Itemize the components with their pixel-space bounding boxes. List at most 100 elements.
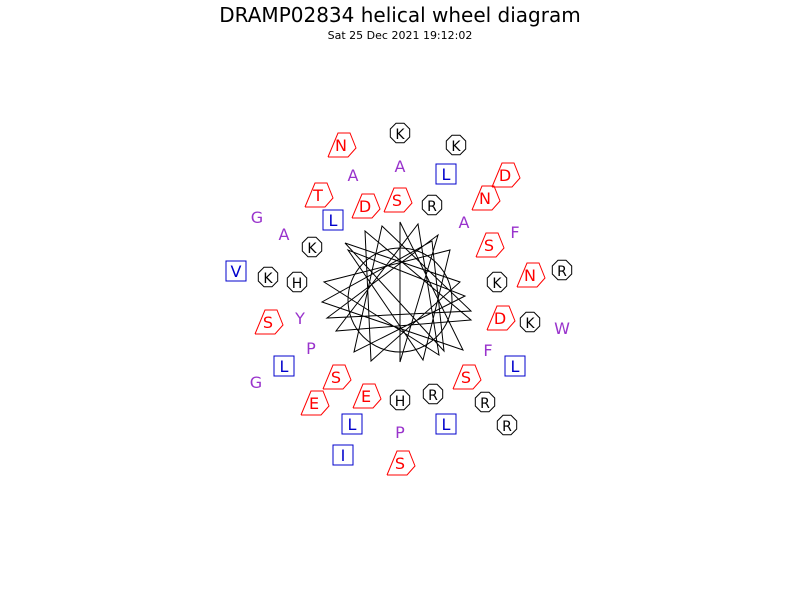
residue-pentagon (471, 185, 501, 211)
diagram-title: DRAMP02834 helical wheel diagram (219, 3, 581, 27)
residue-11: N (471, 185, 501, 211)
residue-36: S (322, 364, 352, 390)
residue-square (435, 413, 457, 435)
residue-letter: R (427, 199, 437, 215)
residue-octagon (496, 414, 518, 436)
residue-letter: G (251, 208, 263, 227)
residue-letter: S (331, 368, 341, 387)
residue-letter: L (280, 357, 289, 376)
residue-letter: R (557, 264, 567, 280)
residue-letter: K (395, 127, 405, 143)
residue-letter: N (335, 136, 347, 155)
residue-letter: A (279, 225, 290, 244)
residue-letter: S (395, 454, 405, 473)
residue-18: S (475, 232, 505, 258)
residue-22: V (225, 260, 247, 282)
residue-square (341, 413, 363, 435)
residue-29: K (519, 311, 541, 333)
residue-31: P (306, 339, 316, 358)
residue-letter: K (492, 276, 502, 292)
residue-46: P (395, 423, 405, 442)
residue-letter: R (428, 388, 438, 404)
residue-octagon (474, 391, 496, 413)
residue-letter: A (395, 157, 406, 176)
residue-letter: L (348, 415, 357, 434)
residue-octagon (519, 311, 541, 333)
residue-34: L (504, 355, 526, 377)
residue-letter: K (525, 316, 535, 332)
residue-octagon (551, 259, 573, 281)
residue-pentagon (300, 390, 330, 416)
residue-letter: P (306, 339, 316, 358)
residue-letter: D (359, 197, 371, 216)
residue-square (225, 260, 247, 282)
residue-letter: E (361, 387, 371, 406)
residue-letter: N (524, 266, 536, 285)
residue-48: S (386, 450, 416, 476)
residue-pentagon (304, 182, 334, 208)
residue-pentagon (516, 262, 546, 288)
residue-letter: A (348, 166, 359, 185)
residue-pentagon (452, 364, 482, 390)
residue-square (504, 355, 526, 377)
residue-square (435, 163, 457, 185)
helix-path (320, 221, 473, 363)
residue-24: H (286, 271, 308, 293)
residue-letter: R (480, 396, 490, 412)
residue-39: E (352, 383, 382, 409)
residue-41: R (422, 383, 444, 405)
residue-letter: S (484, 236, 494, 255)
residue-pentagon (351, 193, 381, 219)
residue-4: K (445, 134, 467, 156)
residue-12: D (491, 162, 521, 188)
residue-15: G (251, 208, 263, 227)
residue-letter: R (502, 419, 512, 435)
residue-2: A (395, 157, 406, 176)
residue-letter: E (309, 394, 319, 413)
residue-17: K (301, 236, 323, 258)
residue-pentagon (386, 450, 416, 476)
residue-5: L (435, 163, 457, 185)
residue-square (332, 444, 354, 466)
residue-pentagon (491, 162, 521, 188)
residue-octagon (445, 134, 467, 156)
residue-8: T (304, 182, 334, 208)
diagram-timestamp: Sat 25 Dec 2021 19:12:02 (327, 29, 473, 42)
residue-letter: K (451, 139, 461, 155)
residue-pentagon (475, 232, 505, 258)
residue-35: G (250, 373, 262, 392)
residue-6: D (351, 193, 381, 219)
residue-octagon (286, 271, 308, 293)
residue-octagon (421, 194, 443, 216)
residue-letter: G (250, 373, 262, 392)
residue-letter: L (329, 211, 338, 230)
residue-octagon (486, 271, 508, 293)
residue-27: S (254, 309, 284, 335)
residue-letter: H (395, 394, 406, 410)
residue-pentagon (327, 132, 357, 158)
residue-19: F (510, 223, 519, 242)
residue-letter: S (263, 313, 273, 332)
residue-14: A (459, 213, 470, 232)
residue-42: R (474, 391, 496, 413)
residue-44: L (435, 413, 457, 435)
residue-letter: L (442, 165, 451, 184)
residue-letter: K (263, 271, 273, 287)
residue-letter: S (461, 368, 471, 387)
residue-26: Y (294, 309, 305, 328)
residue-letter: A (459, 213, 470, 232)
residue-47: I (332, 444, 354, 466)
residue-letter: I (341, 446, 346, 465)
residue-23: K (257, 266, 279, 288)
residue-letter: D (499, 166, 511, 185)
residue-square (322, 209, 344, 231)
residue-letter: W (554, 319, 570, 338)
residue-pentagon (322, 364, 352, 390)
residue-43: L (341, 413, 363, 435)
residue-13: L (322, 209, 344, 231)
residue-pentagon (254, 309, 284, 335)
residue-letter: Y (294, 309, 305, 328)
residue-octagon (301, 236, 323, 258)
